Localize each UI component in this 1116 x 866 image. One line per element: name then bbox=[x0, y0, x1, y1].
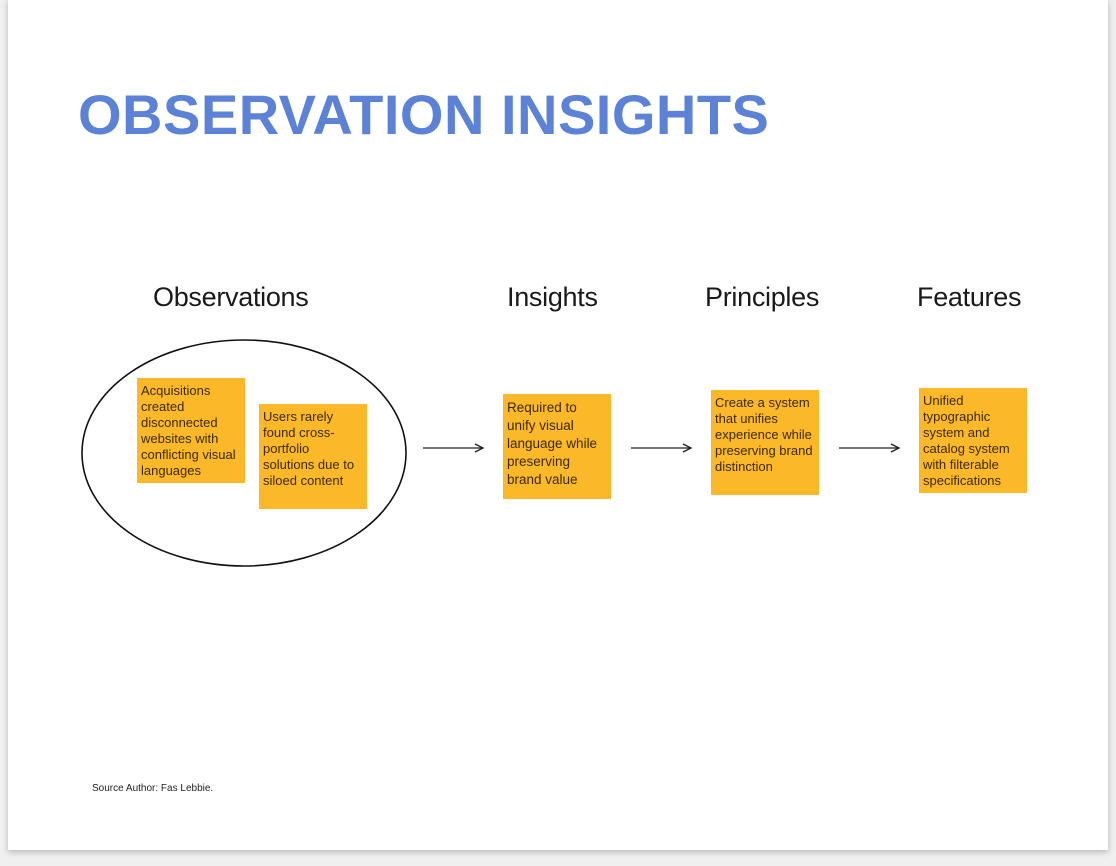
source-attribution: Source Author: Fas Lebbie. bbox=[92, 783, 214, 794]
slide: OBSERVATION INSIGHTS Observations Insigh… bbox=[8, 0, 1108, 850]
observations-group-ellipse bbox=[81, 339, 407, 567]
column-header-features: Features bbox=[917, 282, 1022, 312]
flow-diagram bbox=[81, 339, 1108, 567]
column-header-observations: Observations bbox=[153, 282, 309, 312]
column-header-insights: Insights bbox=[507, 282, 598, 312]
sticky-note-insight: Required to unify visual language while … bbox=[503, 394, 611, 499]
sticky-note-principle: Create a system that unifies experience … bbox=[711, 390, 819, 495]
column-header-principles: Principles bbox=[705, 282, 820, 312]
page-title: OBSERVATION INSIGHTS bbox=[78, 83, 770, 146]
sticky-note-observation-2: Users rarely found cross-portfolio solut… bbox=[259, 404, 367, 509]
sticky-note-feature: Unified typographic system and catalog s… bbox=[919, 388, 1027, 493]
sticky-note-observation-1: Acquisitions created disconnected websit… bbox=[137, 378, 245, 483]
